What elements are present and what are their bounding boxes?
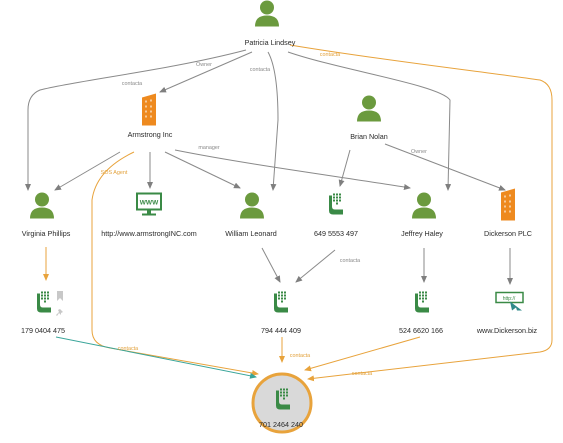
edge-label-contacta: contacta <box>249 67 271 73</box>
person-icon[interactable] <box>411 192 437 225</box>
node-label-brian: Brian Nolan <box>350 132 388 141</box>
edge-label-sos-agent: SOS Agent <box>100 170 128 176</box>
edge-label-contacta: contacta <box>289 353 311 359</box>
edge-phone649-phone794 <box>295 249 336 283</box>
edge-label-owner: Owner <box>411 149 427 155</box>
node-label-jeffrey: Jeffrey Haley <box>401 229 443 238</box>
building-icon[interactable] <box>499 188 517 226</box>
node-label-phone-179: 179 0404 475 <box>21 326 65 335</box>
node-label-dickerson-web: www.Dickerson.biz <box>476 326 538 335</box>
edge-patricia-armstrong <box>159 51 253 93</box>
edge-label-contacta: contacta <box>319 52 341 58</box>
pin-icon[interactable] <box>56 304 64 322</box>
edge-phone179-phone701 <box>55 336 257 379</box>
person-icon[interactable] <box>239 192 265 225</box>
edge-armstrong-virginia <box>54 151 121 191</box>
edge-label-contacta: contacta <box>351 371 373 377</box>
phone-keypad-icon[interactable] <box>414 291 430 320</box>
node-label-armstrong-web: http://www.armstrongINC.com <box>101 229 197 238</box>
edge-label-manager: manager <box>198 145 220 151</box>
phone-keypad-icon[interactable] <box>275 388 291 417</box>
edge-label-contacta: contacta <box>117 346 139 352</box>
www-monitor-icon[interactable]: WWW <box>136 192 162 222</box>
node-label-patricia: Patricia Lindsey <box>244 38 296 47</box>
edge-label-contacta: contacta <box>121 81 143 87</box>
node-label-phone-649: 649 5553 497 <box>314 229 358 238</box>
node-label-william: William Leonard <box>225 229 277 238</box>
bookmark-icon[interactable] <box>56 288 64 306</box>
node-label-dickerson: Dickerson PLC <box>484 229 532 238</box>
edge-patricia-phone701 <box>289 44 553 382</box>
edge-brian-dickerson <box>384 143 506 191</box>
edge-armstrong-william <box>164 151 241 189</box>
svg-text:http://: http:// <box>503 296 516 302</box>
node-label-armstrong: Armstrong Inc <box>127 130 173 139</box>
edge-label-contacta: contacta <box>339 258 361 264</box>
edge-patricia-william <box>267 51 279 191</box>
web-link-icon[interactable]: http:// <box>495 291 525 317</box>
node-label-phone-701: 701 2464 240 <box>259 420 303 429</box>
edge-william-phone794 <box>261 247 281 283</box>
edge-label-owner: Owner <box>196 62 212 68</box>
edge-patricia-jeffrey <box>287 51 452 191</box>
edge-patricia-virginia <box>25 49 247 191</box>
phone-keypad-icon[interactable] <box>36 291 52 320</box>
node-label-virginia: Virginia Phillips <box>21 229 71 238</box>
edge-armstrong-phone701 <box>91 151 259 376</box>
phone-keypad-icon[interactable] <box>328 193 344 222</box>
building-icon[interactable] <box>140 93 158 131</box>
edge-brian-phone649 <box>338 149 351 187</box>
person-icon[interactable] <box>29 192 55 225</box>
person-icon[interactable] <box>356 95 382 128</box>
node-label-phone-524: 524 6620 166 <box>399 326 443 335</box>
person-icon[interactable] <box>254 0 280 33</box>
phone-keypad-icon[interactable] <box>273 291 289 320</box>
svg-text:WWW: WWW <box>140 200 159 207</box>
edge-phone524-phone701 <box>304 336 421 372</box>
focus-node-ring[interactable] <box>251 372 313 434</box>
node-label-phone-794: 794 444 409 <box>261 326 301 335</box>
edge-armstrong-jeffrey <box>174 149 411 190</box>
